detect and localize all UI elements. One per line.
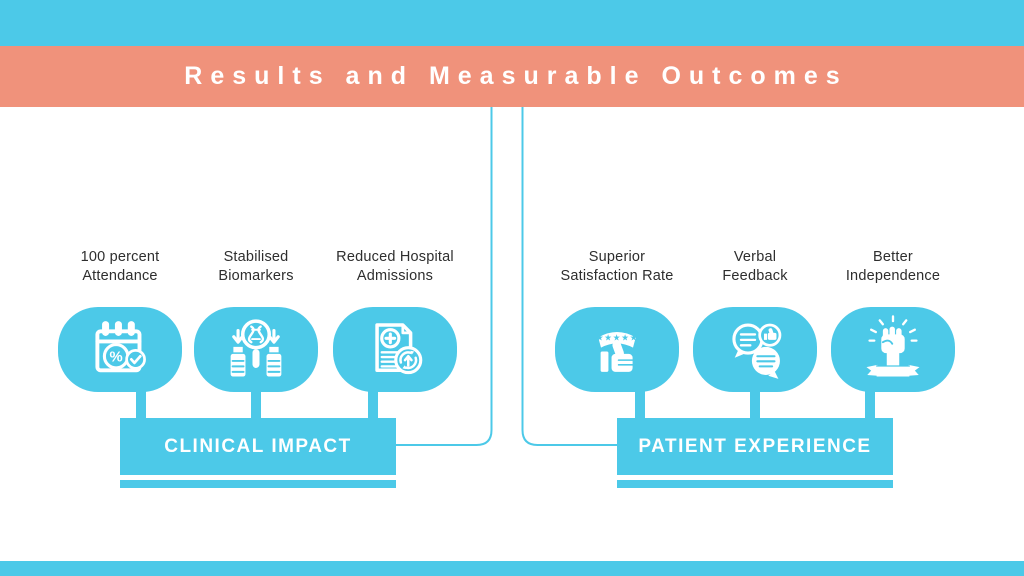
outcome-item-satisfaction: Superior Satisfaction Rate ★★★★★ xyxy=(537,248,697,428)
outcome-item-biomarkers: Stabilised Biomarkers xyxy=(176,248,336,428)
svg-text:%: % xyxy=(110,349,123,365)
thumbs-up-star-rating-icon: ★★★★★ xyxy=(596,331,638,372)
outcome-item-independence: Better Independence xyxy=(813,248,973,428)
page-title: Results and Measurable Outcomes xyxy=(184,62,848,90)
svg-text:★★★★★: ★★★★★ xyxy=(596,333,638,343)
raised-fist-banner-icon xyxy=(866,314,920,377)
item-label-line2: Attendance xyxy=(82,268,158,284)
outcome-item-attendance: 100 percent Attendance % xyxy=(40,248,200,428)
item-connector-stub xyxy=(865,388,875,420)
item-label-line1: 100 percent xyxy=(80,249,160,265)
item-label-line1: Superior xyxy=(588,249,646,265)
item-label-line2: Biomarkers xyxy=(218,268,294,284)
item-label-line1: Reduced Hospital xyxy=(336,249,454,265)
icon-blob xyxy=(693,307,817,392)
item-label: 100 percent Attendance xyxy=(40,248,200,286)
item-connector-stub xyxy=(251,388,261,420)
medical-report-refresh-icon xyxy=(375,322,423,374)
bottom-accent-bar xyxy=(0,561,1024,576)
title-bar: Results and Measurable Outcomes xyxy=(0,46,1024,107)
group-box-clinical-impact: CLINICAL IMPACT xyxy=(120,418,396,475)
group-box-label: CLINICAL IMPACT xyxy=(164,435,352,457)
outcome-item-feedback: Verbal Feedback xyxy=(675,248,835,428)
group-box-underline xyxy=(617,480,893,488)
group-box-underline xyxy=(120,480,396,488)
item-label-line1: Stabilised xyxy=(223,249,289,265)
item-label-line2: Satisfaction Rate xyxy=(560,268,674,284)
item-label: Reduced Hospital Admissions xyxy=(315,248,475,286)
item-label: Superior Satisfaction Rate xyxy=(537,248,697,286)
icon-blob: % xyxy=(58,307,182,392)
item-label: Verbal Feedback xyxy=(675,248,835,286)
item-label-line2: Independence xyxy=(845,268,941,284)
item-label-line1: Verbal xyxy=(733,249,777,265)
top-accent-bar xyxy=(0,0,1024,46)
outcome-item-admissions: Reduced Hospital Admissions xyxy=(315,248,475,428)
chat-feedback-icon xyxy=(732,322,782,379)
item-label: Better Independence xyxy=(813,248,973,286)
calendar-percent-check-icon: % xyxy=(95,320,146,372)
icon-blob: ★★★★★ xyxy=(555,307,679,392)
item-label-line2: Feedback xyxy=(722,268,788,284)
dna-sample-vials-icon xyxy=(230,318,282,377)
icon-blob xyxy=(333,307,457,392)
group-box-patient-experience: PATIENT EXPERIENCE xyxy=(617,418,893,475)
item-connector-stub xyxy=(136,388,146,420)
group-box-label: PATIENT EXPERIENCE xyxy=(638,435,872,457)
item-label-line2: Admissions xyxy=(356,268,434,284)
item-label: Stabilised Biomarkers xyxy=(176,248,336,286)
icon-blob xyxy=(831,307,955,392)
icon-blob xyxy=(194,307,318,392)
item-connector-stub xyxy=(635,388,645,420)
item-connector-stub xyxy=(368,388,378,420)
item-label-line1: Better xyxy=(873,249,913,265)
item-connector-stub xyxy=(750,388,760,420)
